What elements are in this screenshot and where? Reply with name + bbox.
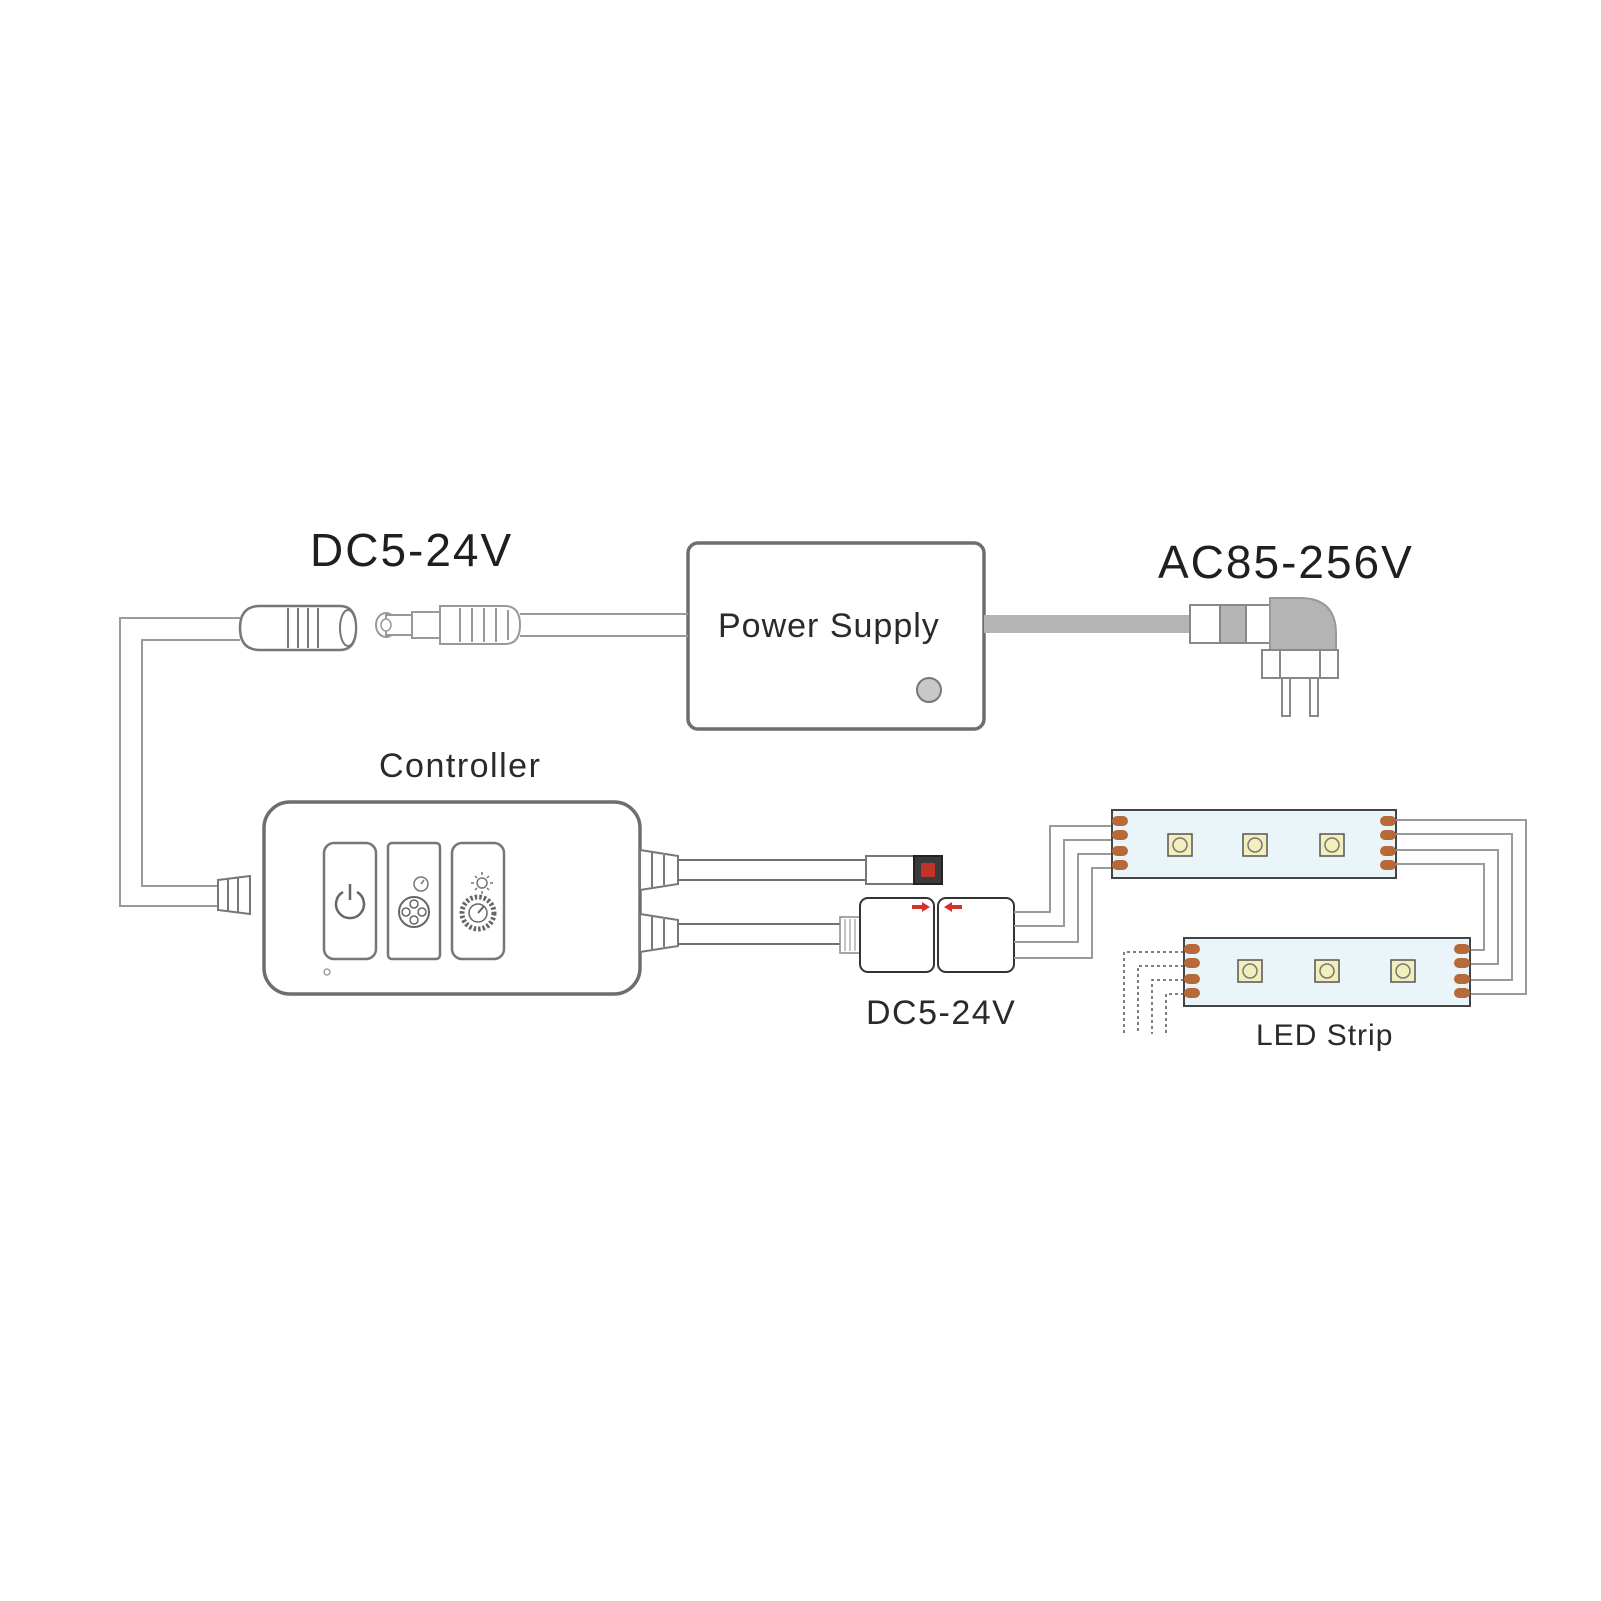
- dc-output-cable: [520, 613, 688, 637]
- strip-quick-connector: [839, 897, 1015, 973]
- led-strip-segment-2: [1183, 937, 1471, 1007]
- strip1-lead-2: [1014, 839, 1112, 927]
- end-cap-connector: [865, 855, 943, 885]
- controller-input-cable-outer: [119, 617, 240, 907]
- strip-link-4: [1396, 863, 1485, 951]
- controller-output-strain-relief-top: [639, 848, 679, 892]
- ac-cable: [984, 615, 1190, 633]
- controller-cable-bottom: [678, 923, 840, 945]
- dc-male-jack-icon: [375, 605, 522, 645]
- strip-link-2: [1396, 833, 1513, 981]
- strip-continuation-wires: [1123, 951, 1184, 1034]
- power-icon: [334, 884, 366, 920]
- dc-input-label: DC5-24V: [310, 524, 513, 576]
- strip1-lead-1: [1014, 825, 1112, 913]
- arrow-left-icon: [944, 902, 962, 912]
- led-strip-label: LED Strip: [1256, 1019, 1393, 1052]
- strip-link-3: [1396, 849, 1499, 965]
- controller-output-strain-relief-bottom: [639, 912, 679, 954]
- indicator-led: [916, 677, 942, 703]
- controller-cable-top: [678, 859, 866, 881]
- controller-input-strain-relief: [217, 874, 251, 916]
- dc-output-label: DC5-24V: [866, 994, 1016, 1032]
- status-led: [323, 968, 331, 976]
- controller-label: Controller: [379, 747, 541, 785]
- ac-input-label: AC85-256V: [1158, 536, 1414, 588]
- ac-plug-icon: [1189, 597, 1339, 717]
- strip1-lead-4: [1014, 867, 1112, 959]
- controller: [262, 800, 642, 996]
- arrow-right-icon: [912, 902, 930, 912]
- brightness-button[interactable]: [450, 841, 506, 961]
- dc-female-jack-icon: [238, 604, 358, 652]
- power-supply: Power Supply: [686, 541, 986, 731]
- brightness-icon: [459, 872, 497, 932]
- mode-speed-icon: [398, 876, 430, 928]
- mode-speed-button[interactable]: [386, 841, 442, 961]
- led-strip-segment-1: [1111, 809, 1397, 879]
- controller-input-cable-inner: [141, 639, 240, 887]
- strip1-lead-3: [1014, 853, 1112, 943]
- led-chip: [1237, 959, 1416, 983]
- power-button[interactable]: [322, 841, 378, 961]
- led-chip: [1167, 833, 1345, 857]
- power-supply-label: Power Supply: [718, 607, 940, 645]
- strip-link-1: [1396, 819, 1527, 995]
